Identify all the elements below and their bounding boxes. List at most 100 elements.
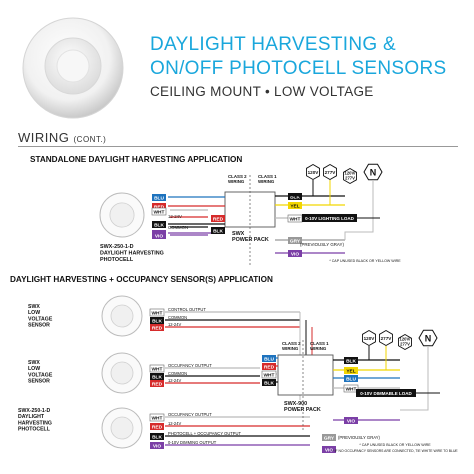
d1-right-wire-1-tag-label: YEL xyxy=(290,204,299,210)
d2-s2-wire-0-tag xyxy=(149,364,165,373)
d1-sensor-wire-label-0: 12-24V xyxy=(168,214,182,219)
d1-pack-label-1: POWER PACK xyxy=(232,237,269,243)
d2-s1-wire-label-2: 12-24V xyxy=(168,322,181,327)
d2-neutral: N xyxy=(425,334,432,344)
d1-sensor-wht-tag xyxy=(151,207,167,216)
d2-volt-3: 277V xyxy=(400,342,410,347)
d2-volt-0: 120V xyxy=(364,336,376,341)
d2-class2-line-1: WIRING xyxy=(282,346,299,351)
d1-power-pack xyxy=(224,191,276,228)
d1-previously-gray: (PREVIOUSLY GRAY) xyxy=(300,242,344,247)
d1-right-wire-2-tag-label: WHT xyxy=(290,217,301,223)
d2-sensor1-label-line-3: SENSOR xyxy=(28,323,50,329)
d2-left-wire-1-tag-label: RED xyxy=(264,365,275,371)
d2-s3-wire-2-tag-label: BLK xyxy=(152,435,162,441)
d2-s3-wire-2-tag xyxy=(150,433,164,440)
d2-s3-wire-1-tag-label: RED xyxy=(152,425,163,431)
d2-note1: * CAP UNUSED BLACK OR YELLOW WIRE xyxy=(359,443,431,447)
d2-s2-wire-2-tag xyxy=(150,380,164,387)
d1-pack-label-0: SWX xyxy=(232,231,245,237)
d1-class2-line-1: WIRING xyxy=(228,179,245,184)
d1-sensor-label-line-1: DAYLIGHT HARVESTING xyxy=(100,251,164,257)
d1-left-wire-0-tag-label: BLU xyxy=(154,196,164,202)
d2-sensor3-label-line-2: HARVESTING xyxy=(18,420,52,426)
d2-s1-wire-0-tag xyxy=(149,308,165,317)
d2-load-box xyxy=(356,389,416,397)
d1-volt-hex-0 xyxy=(306,163,320,181)
d1-sensor-blk-tag xyxy=(211,227,225,234)
d2-right-wire-3-tag-label: WHT xyxy=(346,387,357,393)
d2-gry-tag-label: GRY xyxy=(324,436,335,442)
d2-sensor3-label-line-1: DAYLIGHT xyxy=(18,414,45,420)
d2-vio2-tag-label: VIO xyxy=(325,448,334,454)
d2-s3-wire-0-tag-label: WHT xyxy=(152,416,163,422)
d2-s3-wire-label-1: 12-24V xyxy=(168,421,181,426)
d2-sensor3-lens xyxy=(110,416,134,440)
d1-sensor-vio-tag xyxy=(152,232,166,239)
d2-right-wire-1-tag xyxy=(344,367,358,374)
section-divider xyxy=(18,146,458,147)
d2-sensor2-label-line-1: LOW xyxy=(28,366,40,372)
d2-s1-wire-1-tag-label: BLK xyxy=(152,319,162,325)
d2-left-wire-2-tag xyxy=(261,370,277,379)
d1-sensor-wht-tag-label: WHT xyxy=(154,210,165,216)
d2-s3-wire-label-2: PHOTOCELL + OCCUPANCY OUTPUT xyxy=(168,431,241,436)
d1-class1-line-1: WIRING xyxy=(258,179,275,184)
d2-s3-wire-3-tag xyxy=(150,442,164,449)
d1-sensor-blk-tag-label: BLK xyxy=(213,229,223,235)
d2-s1-wire-label-1: COMMON xyxy=(168,315,187,320)
d2-right-wire-0-tag-label: BLK xyxy=(346,359,356,365)
d2-sensor2-lens xyxy=(110,361,134,385)
d1-volt-hex-1 xyxy=(323,163,337,181)
d2-s2-wire-1-tag-label: BLK xyxy=(152,375,162,381)
diagram2-title: DAYLIGHT HARVESTING + OCCUPANCY SENSOR(S… xyxy=(10,275,273,284)
d2-s1-wire-label-0: CONTROL OUTPUT xyxy=(168,307,206,312)
d1-class1-line-0: CLASS 1 xyxy=(258,174,277,179)
d2-neutral-line xyxy=(400,347,429,411)
d2-s1-wire-1-tag xyxy=(150,317,164,324)
d2-s2-wire-1-tag xyxy=(150,373,164,380)
d2-s2-wire-label-2: 12-24V xyxy=(168,378,181,383)
section-heading: WIRING (CONT.) xyxy=(18,130,106,145)
d2-left-wire-0-tag xyxy=(262,355,276,362)
d2-sensor2-label-line-3: SENSOR xyxy=(28,379,50,385)
d2-left-wire-0-tag-label: BLU xyxy=(264,357,274,363)
d1-neutral-line xyxy=(344,181,374,240)
d2-volt-hex-2 xyxy=(398,333,412,351)
d1-load-box xyxy=(302,214,357,222)
section-heading-text: WIRING xyxy=(18,130,70,145)
diagram1-title: STANDALONE DAYLIGHT HARVESTING APPLICATI… xyxy=(30,155,243,164)
d2-vio2-tag xyxy=(322,446,336,453)
d1-right-wire-3-tag-label: GRY xyxy=(290,239,301,245)
d2-sensor2-label-line-0: SWX xyxy=(28,360,40,366)
d2-neutral-hex xyxy=(418,329,438,347)
d1-volt-1: 277V xyxy=(325,170,337,175)
d1-load-label: 0-10V LIGHTING LOAD xyxy=(305,216,355,221)
d1-left-wire-0-tag xyxy=(152,194,166,201)
d2-gry-tag xyxy=(322,434,336,441)
d2-power-pack xyxy=(277,354,334,396)
d2-s3-wire-3-tag-label: VIO xyxy=(153,444,162,450)
d1-sensor-red-tag xyxy=(211,215,225,222)
d1-right-wire-4-tag xyxy=(288,250,302,257)
d2-sensor1-label-line-1: LOW xyxy=(28,310,40,316)
d2-volt-1: 277V xyxy=(381,336,393,341)
d1-volt-line-0 xyxy=(275,180,314,197)
d2-class1-line-1: WIRING xyxy=(310,346,327,351)
d1-sensor-red-tag-label: RED xyxy=(213,217,224,223)
d2-s2-wire-2-tag-label: RED xyxy=(152,382,163,388)
d1-right-wire-3-tag xyxy=(288,237,302,244)
d2-volt-hex-1 xyxy=(379,329,393,347)
d1-class2-line-0: CLASS 2 xyxy=(228,174,247,179)
d1-neutral-hex xyxy=(363,163,383,181)
page-title-line2: ON/OFF PHOTOCELL SENSORS xyxy=(150,58,447,79)
d2-s3-wire-label-3: 0-10V DIMMING OUTPUT xyxy=(168,440,217,445)
page-subtitle: CEILING MOUNT • LOW VOLTAGE xyxy=(150,84,374,99)
d2-s2-wire-0-tag-label: WHT xyxy=(152,367,163,373)
d2-s2-wire-label-0: OCCUPANCY OUTPUT xyxy=(168,363,212,368)
d2-s3-wire-label-0: OCCUPANCY OUTPUT xyxy=(168,412,212,417)
d2-previously-gray: (PREVIOUSLY GRAY) xyxy=(338,435,380,440)
d1-left-wire-2-tag xyxy=(152,221,166,228)
d2-left-wire-3-tag xyxy=(262,379,276,386)
